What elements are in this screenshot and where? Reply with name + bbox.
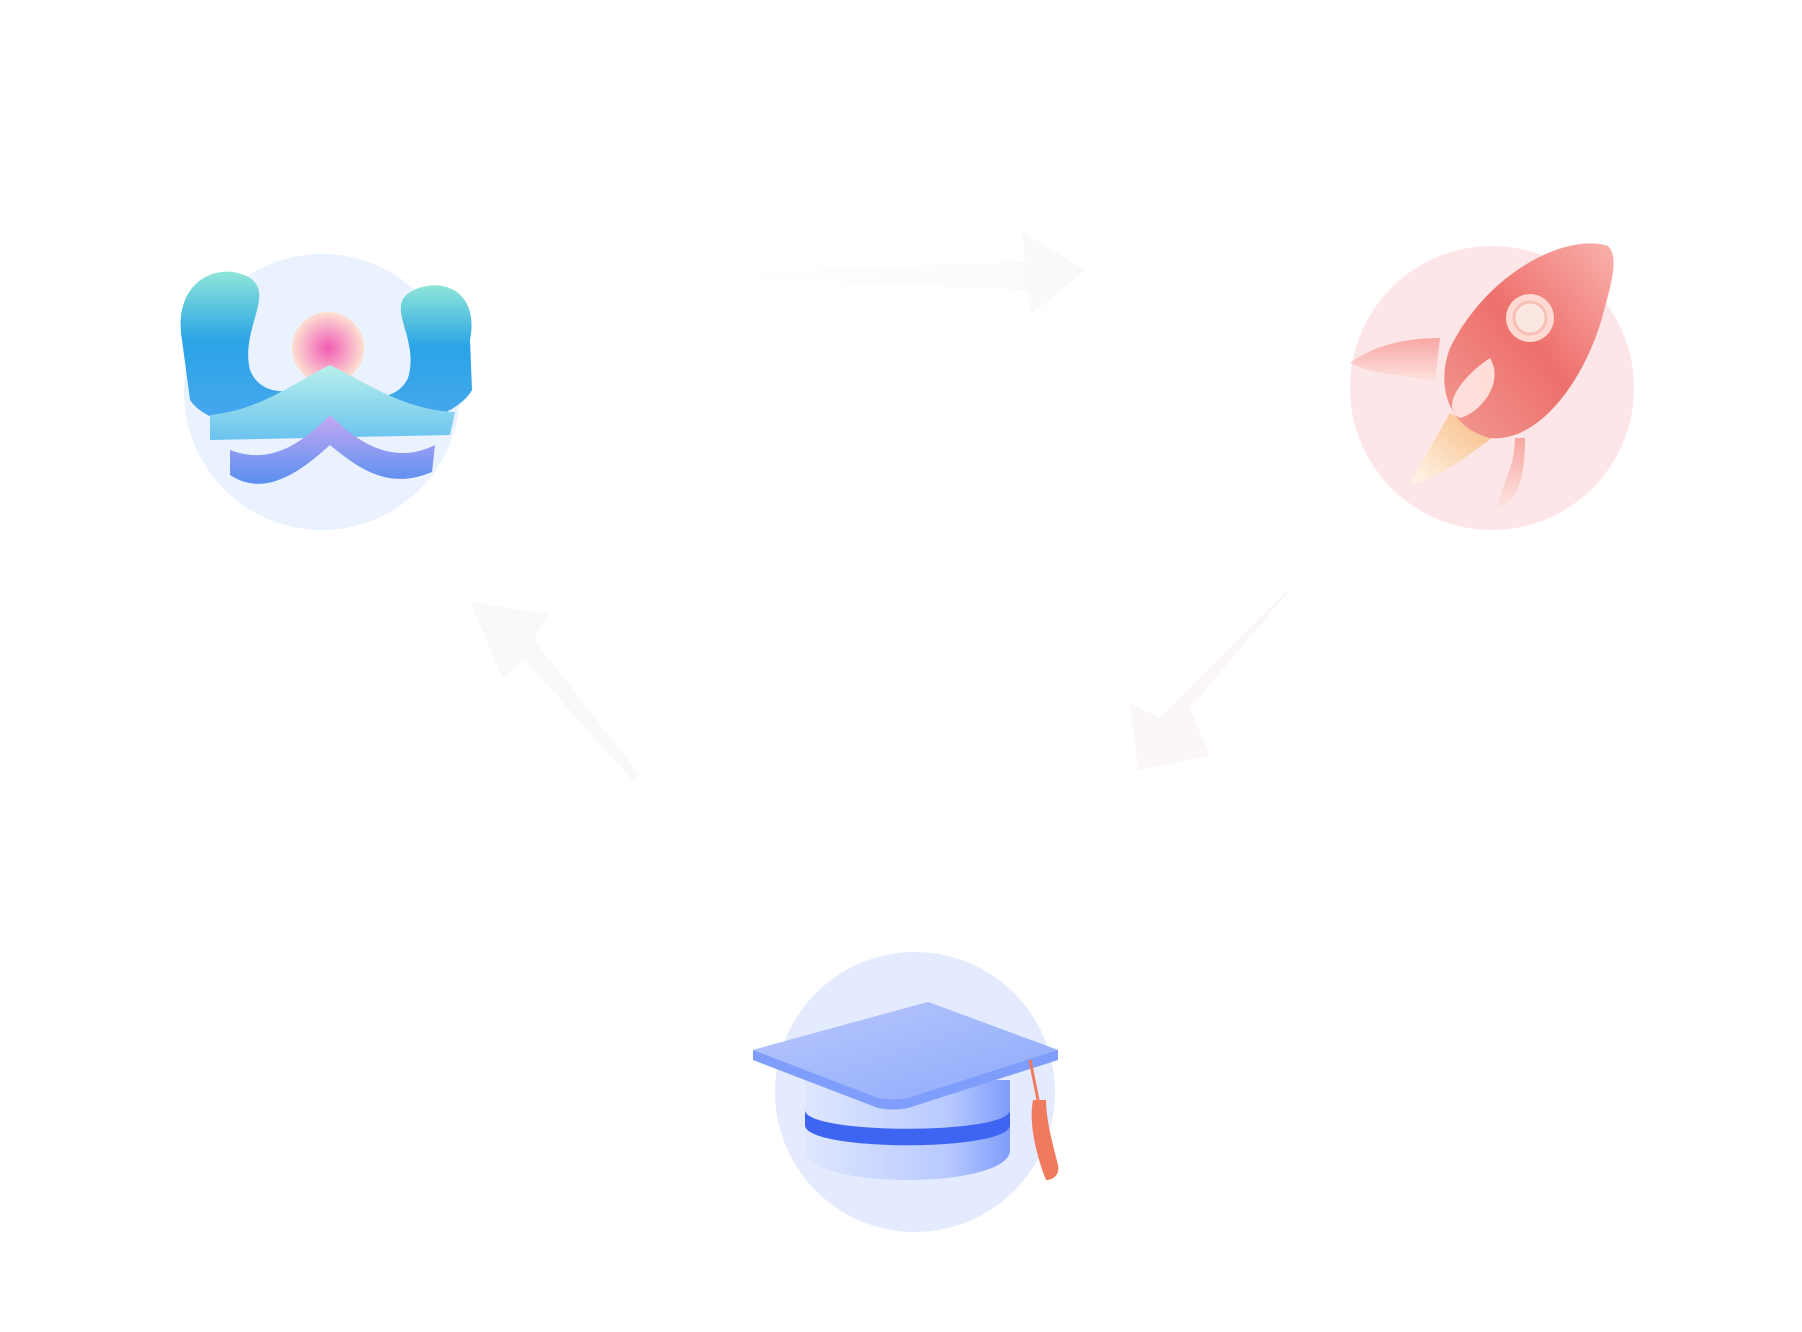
arrow-waves-to-rocket (735, 232, 1085, 316)
sun-icon (292, 312, 364, 384)
rocket-icon (1350, 243, 1634, 530)
arrow-graduation-to-waves (470, 602, 640, 780)
graduation-cap-icon (753, 952, 1059, 1232)
node-waves (170, 240, 490, 540)
tassel (1031, 1100, 1059, 1180)
waves-logo-icon (180, 254, 472, 530)
node-rocket (1340, 238, 1640, 538)
node-graduation (748, 950, 1068, 1250)
cap-band (805, 1110, 1010, 1146)
arrow-rocket-to-graduation (1130, 590, 1290, 770)
